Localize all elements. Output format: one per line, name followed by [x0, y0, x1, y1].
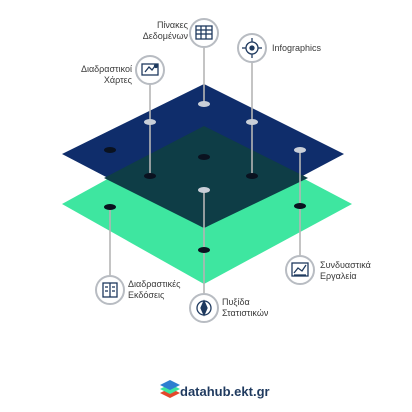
label-line: Infographics	[272, 43, 322, 53]
label-line: Διαδραστικοί	[80, 64, 132, 74]
label-line: Χάρτες	[103, 75, 132, 85]
dot	[198, 187, 210, 193]
label-line: Εκδόσεις	[128, 290, 165, 300]
label-line: Συνδυαστικά	[320, 260, 371, 270]
dot	[198, 154, 210, 160]
dot	[246, 173, 258, 179]
label-line: Δεδομένων	[142, 31, 188, 41]
label-tools: Συνδυαστικά Εργαλεία	[320, 260, 400, 282]
compass-icon	[196, 299, 212, 317]
icon-compass	[189, 293, 219, 323]
brand-logo	[160, 380, 180, 398]
map-icon	[141, 63, 159, 76]
icon-tables	[189, 18, 219, 48]
dark-dots	[104, 147, 306, 253]
label-line: Εργαλεία	[320, 271, 357, 281]
dot	[294, 203, 306, 209]
label-compass: Πυξίδα Στατιστικών	[222, 297, 302, 319]
tools-icon	[291, 262, 309, 277]
icon-tools	[285, 255, 315, 285]
label-infographics: Infographics	[272, 43, 372, 54]
dot	[246, 119, 258, 125]
dot	[104, 147, 116, 153]
top-dots	[144, 101, 306, 193]
label-line: Στατιστικών	[222, 308, 269, 318]
connector-lines	[109, 48, 301, 294]
label-line: Πίνακες	[156, 20, 188, 30]
dot	[198, 247, 210, 253]
overlap-region	[104, 126, 308, 228]
icon-infographics	[237, 33, 267, 63]
publication-icon	[102, 282, 118, 298]
icon-maps	[135, 55, 165, 85]
table-icon	[195, 25, 213, 40]
brand-name[interactable]: datahub.ekt.gr	[180, 384, 270, 399]
label-maps: Διαδραστικοί Χάρτες	[60, 64, 132, 86]
label-line: Διαδραστικές	[128, 279, 181, 289]
infographics-icon	[242, 38, 262, 58]
dot	[144, 173, 156, 179]
icon-publications	[95, 275, 125, 305]
label-tables: Πίνακες Δεδομένων	[118, 20, 188, 42]
dot	[198, 101, 210, 107]
label-line: Πυξίδα	[222, 297, 250, 307]
dot	[104, 204, 116, 210]
dot	[144, 119, 156, 125]
dot	[294, 147, 306, 153]
label-publications: Διαδραστικές Εκδόσεις	[128, 279, 208, 301]
